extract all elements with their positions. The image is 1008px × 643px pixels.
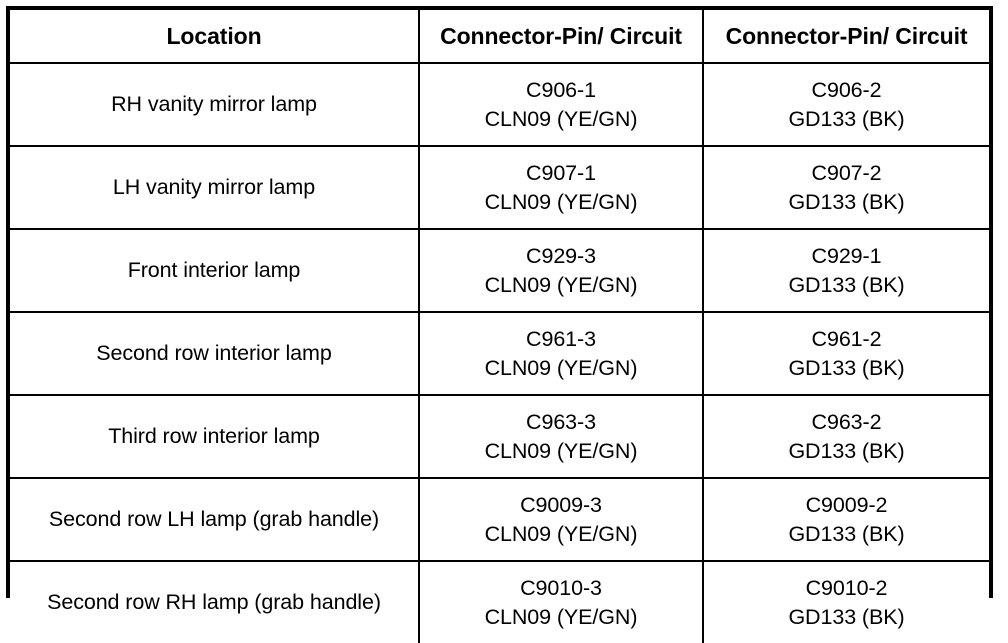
cell-circuit-b: C906-2 GD133 (BK) <box>702 62 989 147</box>
pin-value: C961-3 <box>526 327 596 352</box>
pin-value: C9010-2 <box>805 576 888 601</box>
cell-circuit-a: C929-3 CLN09 (YE/GN) <box>418 228 704 313</box>
table-body: RH vanity mirror lamp C906-1 CLN09 (YE/G… <box>10 62 989 643</box>
table-row: Second row interior lamp C961-3 CLN09 (Y… <box>10 311 989 396</box>
pin-value: C907-2 <box>811 161 882 186</box>
cell-location: Third row interior lamp <box>10 394 420 479</box>
cell-circuit-a: C906-1 CLN09 (YE/GN) <box>418 62 704 147</box>
circuit-value: GD133 (BK) <box>788 272 905 297</box>
connector-pin-circuit-table: Location Connector-Pin/ Circuit Connecto… <box>10 10 989 643</box>
cell-circuit-a: C961-3 CLN09 (YE/GN) <box>418 311 704 396</box>
pin-value: C907-1 <box>526 161 596 186</box>
circuit-value: CLN09 (YE/GN) <box>484 521 638 546</box>
cell-circuit-b: C9009-2 GD133 (BK) <box>702 477 989 562</box>
circuit-value: CLN09 (YE/GN) <box>484 272 638 297</box>
table-header-row: Location Connector-Pin/ Circuit Connecto… <box>10 10 989 64</box>
pin-value: C929-1 <box>811 244 882 269</box>
pin-value: C906-2 <box>811 78 882 103</box>
circuit-value: GD133 (BK) <box>788 604 905 629</box>
circuit-value: GD133 (BK) <box>788 438 905 463</box>
circuit-value: GD133 (BK) <box>788 355 905 380</box>
pin-value: C929-3 <box>526 244 596 269</box>
circuit-value: CLN09 (YE/GN) <box>484 604 638 629</box>
cell-location: Second row RH lamp (grab handle) <box>10 560 420 643</box>
table-row: Third row interior lamp C963-3 CLN09 (YE… <box>10 394 989 479</box>
table-row: Front interior lamp C929-3 CLN09 (YE/GN)… <box>10 228 989 313</box>
table-header: Location Connector-Pin/ Circuit Connecto… <box>10 10 989 64</box>
pin-value: C9010-3 <box>520 576 602 601</box>
table-row: Second row LH lamp (grab handle) C9009-3… <box>10 477 989 562</box>
page-canvas: Location Connector-Pin/ Circuit Connecto… <box>6 6 993 643</box>
cell-circuit-a: C9009-3 CLN09 (YE/GN) <box>418 477 704 562</box>
cell-location: Second row LH lamp (grab handle) <box>10 477 420 562</box>
cell-location: RH vanity mirror lamp <box>10 62 420 147</box>
cell-circuit-a: C907-1 CLN09 (YE/GN) <box>418 145 704 230</box>
circuit-value: GD133 (BK) <box>788 521 905 546</box>
column-header-location: Location <box>10 10 420 64</box>
circuit-value: CLN09 (YE/GN) <box>484 189 638 214</box>
column-header-circuit-a: Connector-Pin/ Circuit <box>418 10 704 64</box>
circuit-value: CLN09 (YE/GN) <box>484 355 638 380</box>
cell-circuit-a: C9010-3 CLN09 (YE/GN) <box>418 560 704 643</box>
table-row: Second row RH lamp (grab handle) C9010-3… <box>10 560 989 643</box>
circuit-value: GD133 (BK) <box>788 189 905 214</box>
pin-value: C963-3 <box>526 410 596 435</box>
cell-circuit-b: C963-2 GD133 (BK) <box>702 394 989 479</box>
cell-location: Second row interior lamp <box>10 311 420 396</box>
column-header-circuit-b: Connector-Pin/ Circuit <box>702 10 989 64</box>
pin-value: C9009-3 <box>520 493 602 518</box>
cell-location: Front interior lamp <box>10 228 420 313</box>
table-row: RH vanity mirror lamp C906-1 CLN09 (YE/G… <box>10 62 989 147</box>
circuit-value: CLN09 (YE/GN) <box>484 438 638 463</box>
pin-value: C9009-2 <box>805 493 888 518</box>
cell-location: LH vanity mirror lamp <box>10 145 420 230</box>
pin-value: C963-2 <box>811 410 882 435</box>
cell-circuit-b: C907-2 GD133 (BK) <box>702 145 989 230</box>
circuit-value: CLN09 (YE/GN) <box>484 106 638 131</box>
pin-value: C961-2 <box>811 327 882 352</box>
wiring-table-frame: Location Connector-Pin/ Circuit Connecto… <box>6 6 993 643</box>
table-row: LH vanity mirror lamp C907-1 CLN09 (YE/G… <box>10 145 989 230</box>
cell-circuit-b: C9010-2 GD133 (BK) <box>702 560 989 643</box>
cell-circuit-a: C963-3 CLN09 (YE/GN) <box>418 394 704 479</box>
pin-value: C906-1 <box>526 78 596 103</box>
cell-circuit-b: C929-1 GD133 (BK) <box>702 228 989 313</box>
circuit-value: GD133 (BK) <box>788 106 905 131</box>
cell-circuit-b: C961-2 GD133 (BK) <box>702 311 989 396</box>
